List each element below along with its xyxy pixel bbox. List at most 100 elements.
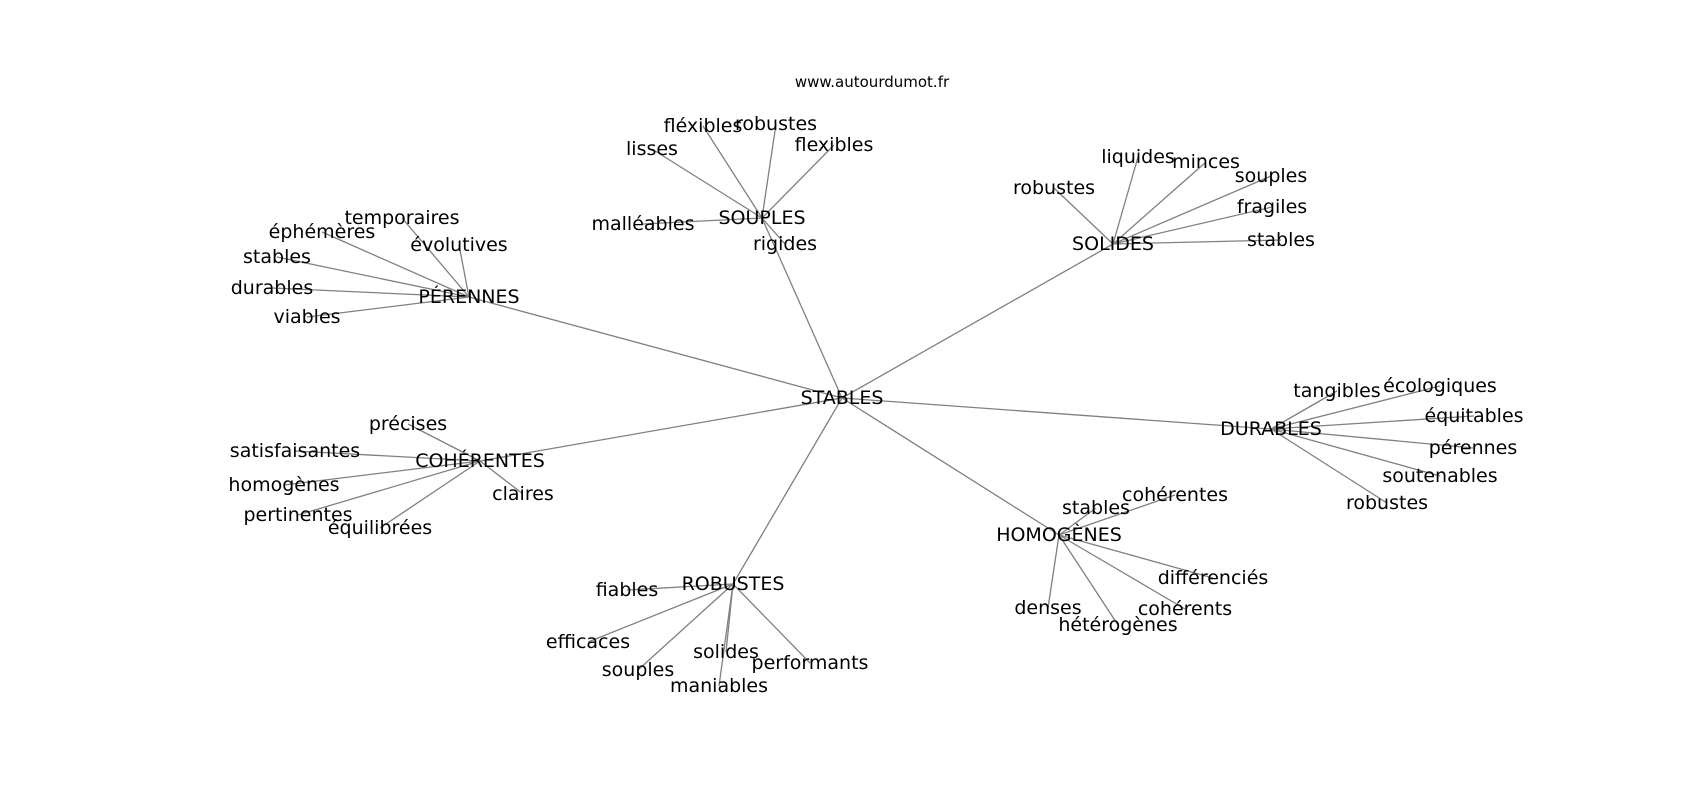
leaf-node-label: robustes (735, 113, 817, 135)
hub-node-label: ROBUSTES (682, 573, 785, 595)
edge-root-hub (841, 243, 1114, 399)
edge-hub-leaf (1058, 534, 1119, 626)
edge-hub-leaf (379, 460, 481, 529)
edge-hub-leaf (642, 217, 763, 225)
leaf-node-label: éphémères (269, 221, 376, 243)
leaf-node-label: précises (369, 413, 447, 435)
leaf-node-label: stables (1062, 497, 1130, 519)
leaf-node-label: temporaires (344, 207, 459, 229)
edge-hub-leaf (1270, 415, 1475, 430)
leaf-node-label: rigides (753, 233, 817, 255)
edge-hub-leaf (276, 256, 470, 298)
leaf-node-label: stables (243, 246, 311, 268)
leaf-node-label: soutenables (1382, 465, 1497, 487)
leaf-node-label: fiables (596, 579, 659, 601)
leaf-node-label: tangibles (1293, 380, 1380, 402)
graph-edges (271, 123, 1475, 687)
leaf-node-label: cohérentes (1122, 484, 1228, 506)
leaf-node-label: efficaces (546, 631, 630, 653)
edge-hub-leaf (479, 460, 524, 495)
edge-hub-leaf (283, 460, 481, 486)
edge-hub-leaf (1058, 534, 1214, 579)
edge-hub-leaf (297, 460, 481, 516)
leaf-node-label: maniables (670, 675, 768, 697)
edge-hub-leaf (761, 144, 835, 219)
edge-hub-leaf (1058, 507, 1097, 536)
edge-root-hub (841, 397, 1272, 430)
leaf-node-label: robustes (1013, 177, 1095, 199)
edge-hub-leaf (1270, 428, 1388, 504)
edge-hub-leaf (732, 583, 811, 664)
leaf-node-label: évolutives (410, 234, 507, 256)
leaf-node-label: souples (602, 659, 675, 681)
edge-hub-leaf (407, 423, 481, 462)
hub-node-label: SOLIDES (1072, 233, 1154, 255)
edge-hub-leaf (702, 125, 763, 219)
source-watermark: www.autourdumot.fr (795, 73, 950, 91)
hub-node-label: PÉRENNES (418, 285, 519, 308)
leaf-node-label: cohérents (1138, 598, 1232, 620)
leaf-node-label: écologiques (1383, 375, 1497, 397)
leaf-node-label: claires (492, 483, 554, 505)
edge-hub-leaf (1270, 385, 1441, 430)
edge-hub-leaf (458, 244, 470, 298)
edge-hub-leaf (1112, 239, 1282, 245)
edge-hub-leaf (1112, 156, 1139, 245)
leaf-node-label: homogènes (228, 474, 339, 496)
hub-node-label: HOMOGÈNES (996, 523, 1122, 546)
leaf-node-label: minces (1172, 151, 1240, 173)
leaf-node-label: équilibrées (328, 517, 432, 539)
hub-node-label: COHÉRENTES (415, 449, 545, 472)
edge-hub-leaf (321, 231, 470, 298)
edge-hub-leaf (1112, 206, 1273, 245)
leaf-node-label: satisfaisantes (230, 440, 360, 462)
leaf-node-label: fragiles (1237, 196, 1307, 218)
edge-hub-leaf (306, 296, 470, 318)
hub-node-label: SOUPLES (718, 207, 805, 229)
edge-hub-leaf (761, 217, 786, 245)
root-node-label: STABLES (801, 387, 884, 409)
edge-hub-leaf (294, 450, 481, 462)
leaf-node-label: pérennes (1429, 437, 1518, 459)
edge-hub-leaf (761, 123, 777, 219)
edge-root-hub (479, 397, 843, 462)
leaf-node-label: stables (1247, 229, 1315, 251)
edge-hub-leaf (1053, 187, 1114, 245)
leaf-node-label: flexibles (795, 134, 874, 156)
edge-hub-leaf (1058, 494, 1176, 536)
edge-hub-leaf (1112, 175, 1272, 245)
edge-root-hub (841, 397, 1060, 536)
edge-hub-leaf (271, 287, 470, 298)
leaf-node-label: solides (693, 641, 759, 663)
edge-hub-leaf (587, 583, 734, 643)
edge-hub-leaf (637, 583, 734, 671)
edge-root-hub (468, 296, 843, 399)
hub-node-label: DURABLES (1220, 418, 1322, 440)
edge-hub-leaf (1112, 161, 1207, 245)
leaf-node-label: souples (1235, 165, 1308, 187)
leaf-node-label: différenciés (1158, 567, 1269, 589)
edge-root-hub (761, 217, 843, 399)
leaf-node-label: malléables (592, 213, 695, 235)
leaf-node-label: pertinentes (243, 504, 352, 526)
leaf-node-label: viables (273, 306, 340, 328)
leaf-node-label: fléxibles (664, 115, 743, 137)
edge-hub-leaf (651, 148, 763, 219)
edge-hub-leaf (1270, 390, 1338, 430)
edge-hub-leaf (1047, 534, 1060, 609)
leaf-node-label: lisses (626, 138, 678, 160)
leaf-node-label: liquides (1101, 146, 1175, 168)
edge-hub-leaf (718, 583, 734, 687)
edge-hub-leaf (626, 583, 734, 591)
leaf-node-label: robustes (1346, 492, 1428, 514)
edge-hub-leaf (1270, 428, 1441, 477)
leaf-node-label: durables (231, 277, 314, 299)
edge-hub-leaf (401, 217, 470, 298)
leaf-node-label: denses (1014, 597, 1081, 619)
edge-hub-leaf (1270, 428, 1474, 449)
edge-hub-leaf (1058, 534, 1186, 610)
edge-root-hub (732, 397, 843, 585)
leaf-node-label: performants (752, 652, 869, 674)
